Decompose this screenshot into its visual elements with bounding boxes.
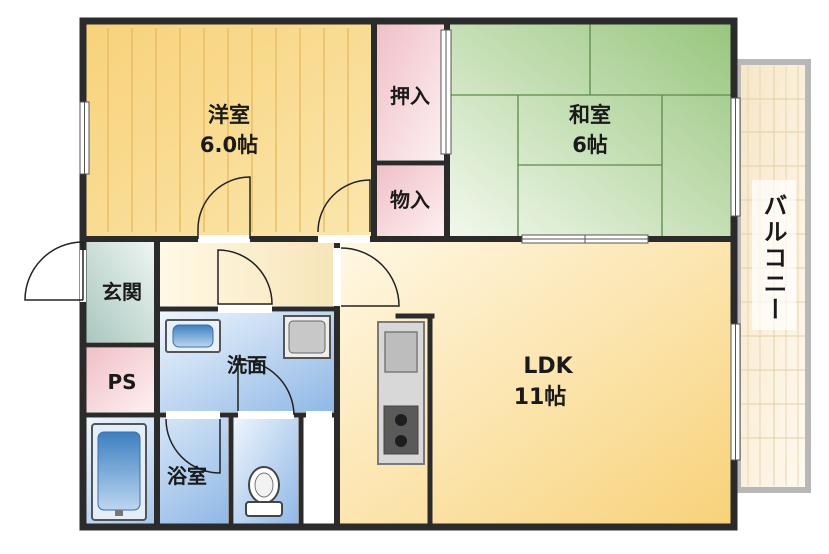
- ldk-name: LDK: [523, 354, 573, 379]
- western-room-floor: [86, 24, 374, 236]
- bathroom-label: 浴室: [167, 464, 207, 488]
- ps-floor: [86, 348, 154, 412]
- monoire-label: 物入: [390, 188, 430, 212]
- balcony: [735, 59, 811, 493]
- ldk-size: 11帖: [514, 385, 567, 410]
- oshiire-label: 押入: [390, 84, 430, 108]
- entrance-floor: [86, 242, 154, 342]
- washbasin-icon: [165, 319, 221, 353]
- monoire-closet-floor: [377, 166, 444, 236]
- japanese-room-floor: [450, 24, 731, 236]
- entrance-label: 玄関: [102, 280, 142, 304]
- kitchen-counter: [377, 321, 425, 465]
- balcony-label: バルコニー: [759, 193, 787, 323]
- western-room-name: 洋室: [208, 103, 250, 127]
- washroom-label: 洗面: [227, 353, 267, 377]
- japanese-room-name: 和室: [569, 103, 611, 127]
- washing-machine-icon: [283, 315, 331, 359]
- stove-burner-icon: [395, 435, 407, 447]
- hallway-floor: [158, 242, 336, 306]
- japanese-room-size: 6帖: [572, 133, 608, 157]
- western-room-size: 6.0帖: [200, 133, 258, 157]
- bathtub-icon: [91, 423, 147, 521]
- sink-icon: [384, 331, 418, 373]
- storage-floor: [304, 418, 334, 524]
- ps-label: PS: [107, 370, 136, 394]
- windows: [79, 29, 741, 461]
- stove-burner-icon: [395, 414, 407, 426]
- doors: [24, 176, 400, 474]
- oshiire-closet-floor: [377, 24, 444, 160]
- toilet-icon: [245, 466, 283, 517]
